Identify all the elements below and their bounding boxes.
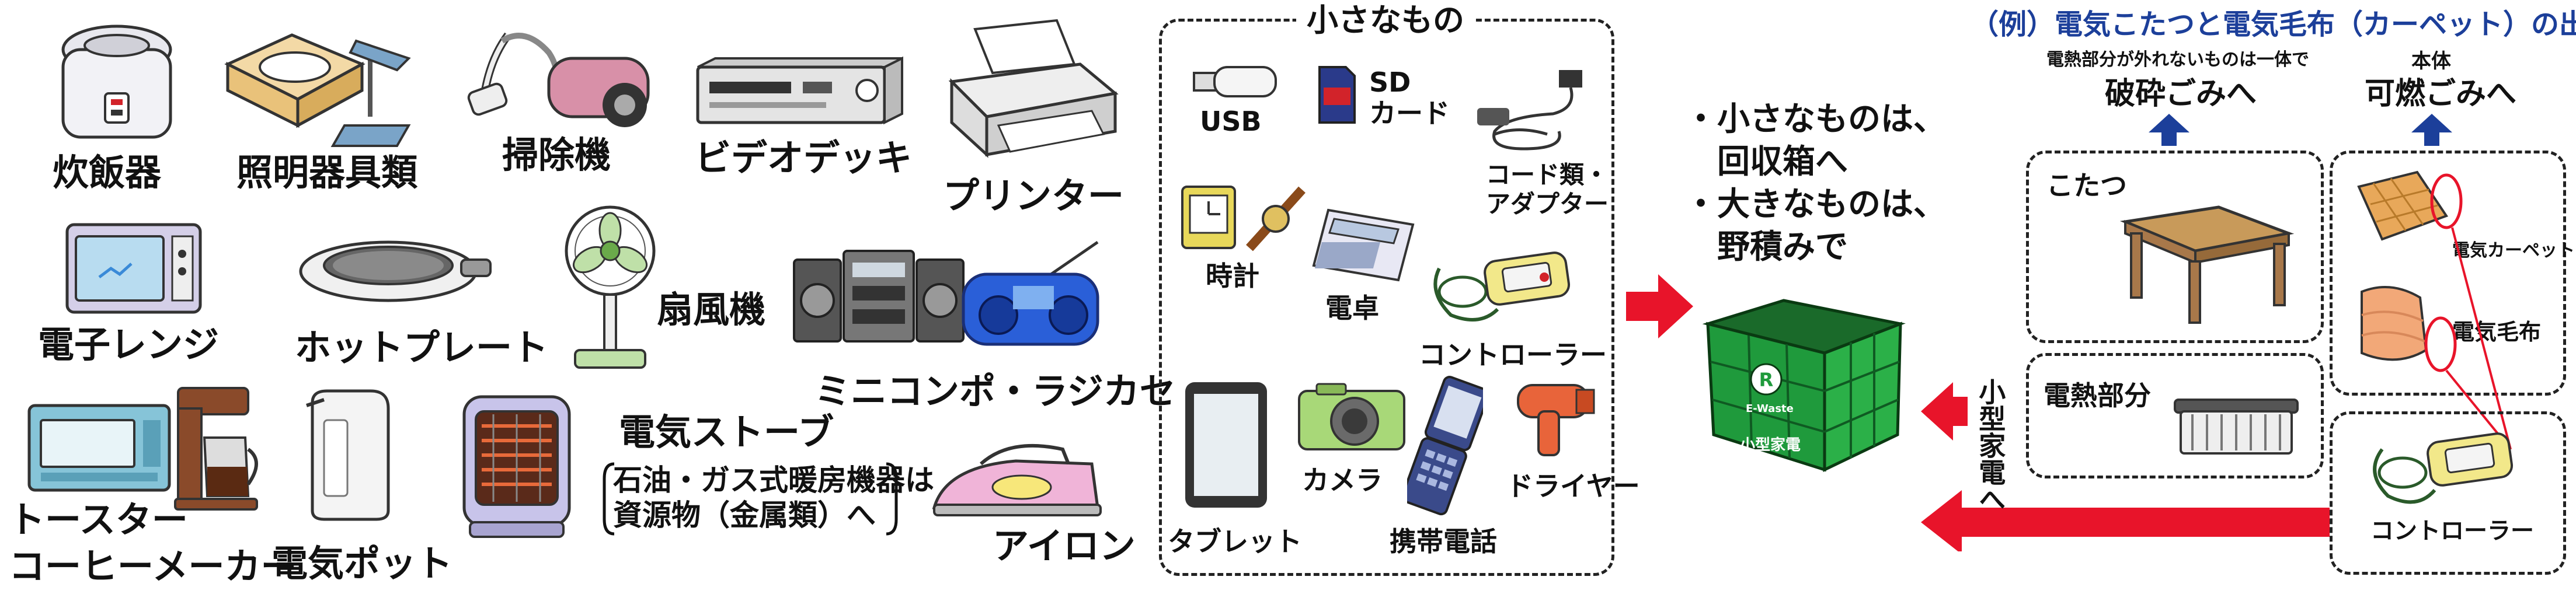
up-arrow-right-icon bbox=[2411, 114, 2452, 146]
electric-carpet-icon bbox=[2347, 169, 2452, 251]
video-deck-label: ビデオデッキ bbox=[695, 137, 913, 179]
stove-note-bracket bbox=[601, 461, 899, 537]
small-items-title: 小さなもの bbox=[1296, 5, 1475, 36]
clock-icon bbox=[1179, 184, 1314, 254]
vacuum-label: 掃除機 bbox=[502, 134, 611, 176]
electric-blanket-label: 電気毛布 bbox=[2452, 319, 2542, 345]
tablet-label: タブレット bbox=[1168, 526, 1302, 557]
example-left-dest: 破砕ごみへ bbox=[2105, 76, 2257, 111]
vacuum-icon bbox=[467, 23, 666, 134]
kotatsu-table-icon bbox=[2102, 204, 2295, 327]
example-right-dest: 可燃ごみへ bbox=[2365, 76, 2517, 111]
printer-icon bbox=[940, 18, 1127, 169]
heating-part-label: 電熱部分 bbox=[2044, 380, 2151, 411]
controller-box bbox=[2330, 411, 2566, 575]
collection-box-icon: R bbox=[1696, 289, 1912, 476]
example-controller-label: コントローラー bbox=[2370, 518, 2534, 544]
radio-cassette-icon bbox=[958, 239, 1109, 356]
electric-pot-label: 電気ポット bbox=[271, 542, 453, 585]
mini-compo-icon bbox=[791, 245, 966, 350]
controller-icon bbox=[1428, 251, 1574, 333]
small-appliance-arrows-icon bbox=[1921, 376, 2330, 551]
coffee-maker-label: コーヒーメーカー bbox=[9, 545, 297, 588]
instruction-line-1: ・小さなものは、 bbox=[1684, 100, 1946, 138]
lighting-label: 照明器具類 bbox=[236, 151, 418, 194]
kotatsu-box bbox=[2026, 151, 2324, 343]
collection-box-label: 小型家電 bbox=[1740, 436, 1801, 454]
electric-pot-icon bbox=[301, 385, 400, 525]
stove-note-line1: 石油・ガス式暖房機器は bbox=[613, 463, 934, 497]
iron-label: アイロン bbox=[993, 525, 1136, 567]
instruction-line-4: 野積みで bbox=[1684, 228, 1848, 266]
fan-label: 扇風機 bbox=[657, 288, 766, 331]
cords-label: コード類・ アダプター bbox=[1486, 160, 1609, 219]
toaster-label: トースター bbox=[9, 498, 188, 541]
rice-cooker-icon bbox=[58, 18, 175, 152]
clock-label: 時計 bbox=[1206, 260, 1259, 292]
dryer-label: ドライヤー bbox=[1506, 470, 1640, 502]
example-title: （例）電気こたつと電気毛布（カーペット）の出し方 bbox=[1971, 8, 2576, 41]
sd-card-icon bbox=[1317, 64, 1357, 125]
instruction-line-3: ・大きなものは、 bbox=[1684, 186, 1946, 223]
microwave-icon bbox=[64, 222, 204, 318]
mini-compo-label: ミニコンポ・ラジカセ bbox=[814, 370, 1176, 413]
heating-part-box bbox=[2026, 353, 2324, 478]
stove-note-line2: 資源物（金属類）へ bbox=[613, 498, 876, 532]
iron-icon bbox=[928, 432, 1103, 525]
example-left-note: 電熱部分が外れないものは一体で bbox=[2046, 50, 2309, 70]
camera-icon bbox=[1293, 379, 1410, 455]
instruction-line-2: 回収箱へ bbox=[1684, 143, 1848, 181]
coffee-maker-icon bbox=[172, 385, 266, 513]
hot-plate-label: ホットプレート bbox=[295, 326, 549, 369]
collection-box-logo-text: E-Waste bbox=[1746, 403, 1794, 415]
kotatsu-label: こたつ bbox=[2046, 170, 2127, 201]
up-arrow-left-icon bbox=[2149, 114, 2189, 146]
controller-label: コントローラー bbox=[1419, 339, 1607, 371]
right-arrow-icon bbox=[1626, 274, 1693, 338]
mobile-phone-icon bbox=[1407, 373, 1483, 519]
lighting-icon bbox=[222, 23, 415, 158]
heater-unit-icon bbox=[2172, 397, 2300, 458]
fan-icon bbox=[558, 204, 663, 373]
video-deck-icon bbox=[692, 55, 908, 131]
calculator-icon bbox=[1311, 207, 1416, 283]
usb-label: USB bbox=[1200, 106, 1262, 137]
microwave-label: 電子レンジ bbox=[38, 323, 220, 366]
tablet-icon bbox=[1179, 379, 1273, 513]
camera-label: カメラ bbox=[1302, 464, 1383, 496]
electric-carpet-label: 電気カーペット bbox=[2452, 240, 2575, 261]
calculator-label: 電卓 bbox=[1325, 292, 1379, 324]
cord-icon bbox=[1471, 61, 1600, 155]
small-appliance-arrow-text: 小型家電へ bbox=[1975, 378, 2007, 512]
carpet-blanket-box bbox=[2330, 151, 2566, 396]
rice-cooker-label: 炊飯器 bbox=[53, 151, 162, 194]
toaster-icon bbox=[26, 403, 172, 496]
svg-text:R: R bbox=[1759, 369, 1774, 391]
sd-card-label: SD カード bbox=[1369, 67, 1450, 129]
electric-stove-icon bbox=[458, 391, 575, 543]
hot-plate-icon bbox=[295, 230, 493, 306]
example-right-note: 本体 bbox=[2411, 50, 2451, 73]
usb-icon bbox=[1191, 64, 1279, 99]
example-controller-icon bbox=[2365, 426, 2516, 519]
dryer-icon bbox=[1512, 379, 1600, 461]
mobile-phone-label: 携帯電話 bbox=[1390, 526, 1497, 557]
electric-stove-label: 電気ストーブ bbox=[619, 411, 834, 453]
printer-label: プリンター bbox=[943, 174, 1125, 217]
